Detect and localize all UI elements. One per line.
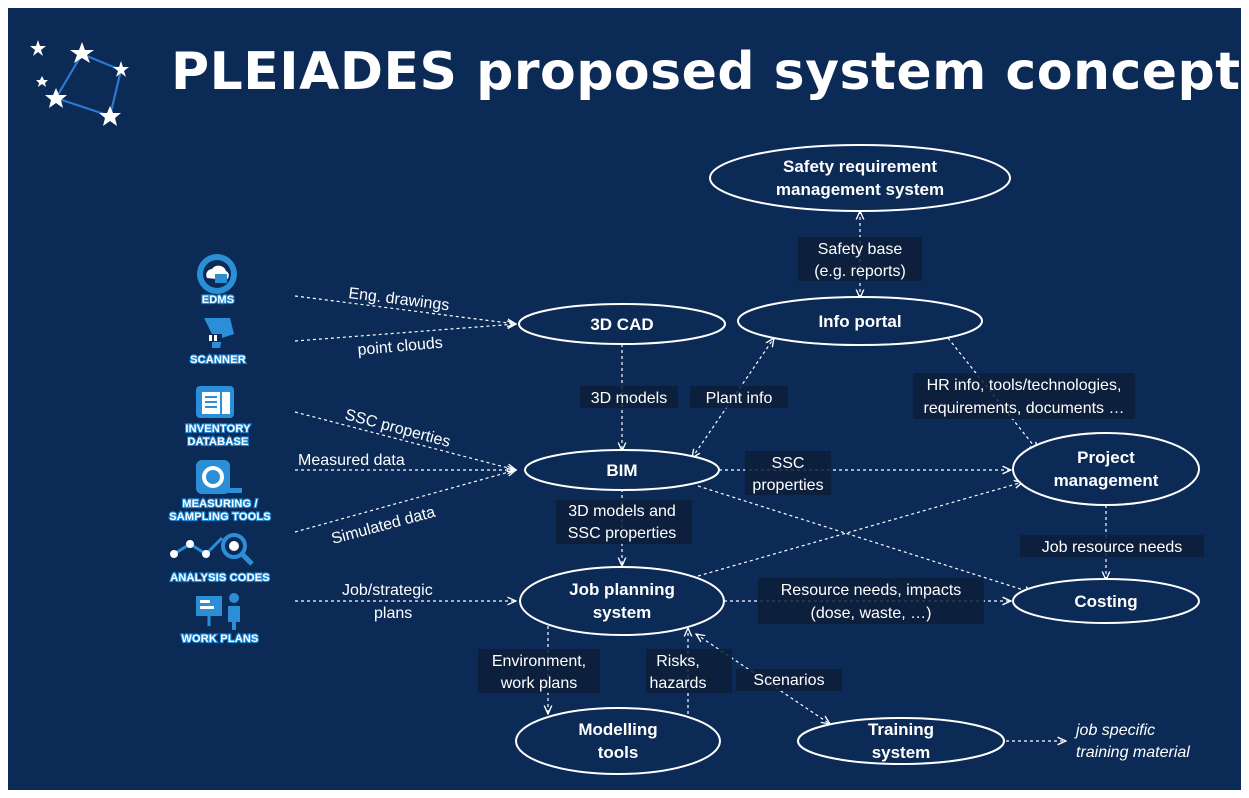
edge-label-scenarios: Scenarios [753,672,824,689]
source-label: EDMS [202,294,235,306]
output-training-material: job specific [1074,722,1155,739]
edge-label-environment: work plans [500,675,577,692]
source-label: MEASURING / [182,498,258,510]
edge-label-resource-needs: Resource needs, impacts [781,582,962,599]
edge-label-risks-hazards: Risks, [656,653,700,670]
edge-label-job-resource-needs: Job resource needs [1042,539,1183,556]
edge-analysis-bim [294,470,516,533]
edge-label-ssc-properties-out: SSC [772,455,805,472]
source-label: INVENTORY [185,423,251,435]
node-label: system [872,743,931,762]
node-label: Costing [1074,592,1137,611]
pleiades-logo [30,40,129,126]
edge-label-hr-info: requirements, documents … [924,400,1125,417]
edge-bim-costing [697,485,1033,593]
star-icon [45,88,67,108]
node-label: Info portal [818,312,901,331]
star-icon [70,42,94,63]
edge-label-hr-info: HR info, tools/technologies, [927,377,1122,394]
node-label: Project [1077,448,1135,467]
analysis-chart-icon [170,533,254,566]
scanner-icon [204,318,234,348]
node-label: management system [776,180,944,199]
clipboard-database-icon [196,386,234,418]
source-edms: EDMS [197,254,237,307]
node-label: Job planning [569,580,675,599]
edge-label-plant-info: Plant info [706,390,773,407]
presentation-board-icon [196,593,240,630]
node-safety-requirement: Safety requirement management system [709,144,1011,212]
edge-label-safety-base: Safety base [818,241,903,258]
output-training-material: training material [1076,744,1190,761]
node-label: management [1054,471,1159,490]
source-work-plans: WORK PLANS [180,593,259,646]
edge-label-eng-drawings: Eng. drawings [348,285,451,314]
source-scanner: SCANNER [189,318,247,367]
measuring-tape-icon [196,460,242,494]
edge-label-ssc-properties-out: properties [752,477,823,494]
source-analysis-codes: ANALYSIS CODES [169,533,271,585]
node-info-portal: Info portal [737,296,983,346]
star-icon [30,40,46,56]
edge-label-job-strategic: Job/strategic [342,582,433,599]
cloud-folder-icon [197,254,237,294]
edge-label-3d-models: 3D models [591,390,667,407]
edge-label-point-clouds: point clouds [357,335,444,359]
node-costing: Costing [1012,578,1200,624]
edge-label-job-strategic: plans [374,605,412,622]
node-label: tools [598,743,639,762]
source-label: DATABASE [187,436,248,448]
edge-label-environment: Environment, [492,653,586,670]
edge-label-3d-models-ssc: SSC properties [568,525,677,542]
node-label: system [593,603,652,622]
source-label: SAMPLING TOOLS [169,511,271,523]
edge-label-measured-data: Measured data [298,452,405,469]
edge-label-safety-base: (e.g. reports) [814,263,906,280]
edge-inventory-bim [294,411,516,470]
edge-job-project [697,482,1023,577]
node-bim: BIM [524,449,720,491]
edge-label-resource-needs: (dose, waste, …) [811,605,932,622]
node-label: Safety requirement [783,157,937,176]
slide: PLEIADES proposed system concept: [8,8,1241,790]
page-title: PLEIADES proposed system concept: [171,42,1241,102]
system-concept-diagram: Safety requirement management system 3D … [168,144,1204,775]
node-label: 3D CAD [590,315,653,334]
source-label: WORK PLANS [181,633,258,645]
source-label: ANALYSIS CODES [170,572,270,584]
edge-edms-cad [294,295,516,324]
edge-scanner-cad [294,324,516,342]
source-inventory-database: INVENTORY DATABASE [184,386,252,449]
edge-label-3d-models-ssc: 3D models and [568,503,676,520]
star-icon [36,76,48,87]
star-icon [113,61,129,77]
node-project-management: Project management [1012,432,1200,506]
node-label: Modelling [578,720,657,739]
source-measuring-tools: MEASURING / SAMPLING TOOLS [168,460,272,524]
node-3d-cad: 3D CAD [518,303,726,345]
node-modelling-tools: Modelling tools [515,707,721,775]
edge-label-simulated-data: Simulated data [330,504,438,548]
star-icon [99,106,121,126]
node-job-planning-system: Job planning system [519,566,725,636]
node-training-system: Training system [797,717,1005,765]
node-label: BIM [606,461,637,480]
source-label: SCANNER [190,354,246,366]
node-label: Training [868,720,934,739]
edge-label-risks-hazards: hazards [650,675,707,692]
